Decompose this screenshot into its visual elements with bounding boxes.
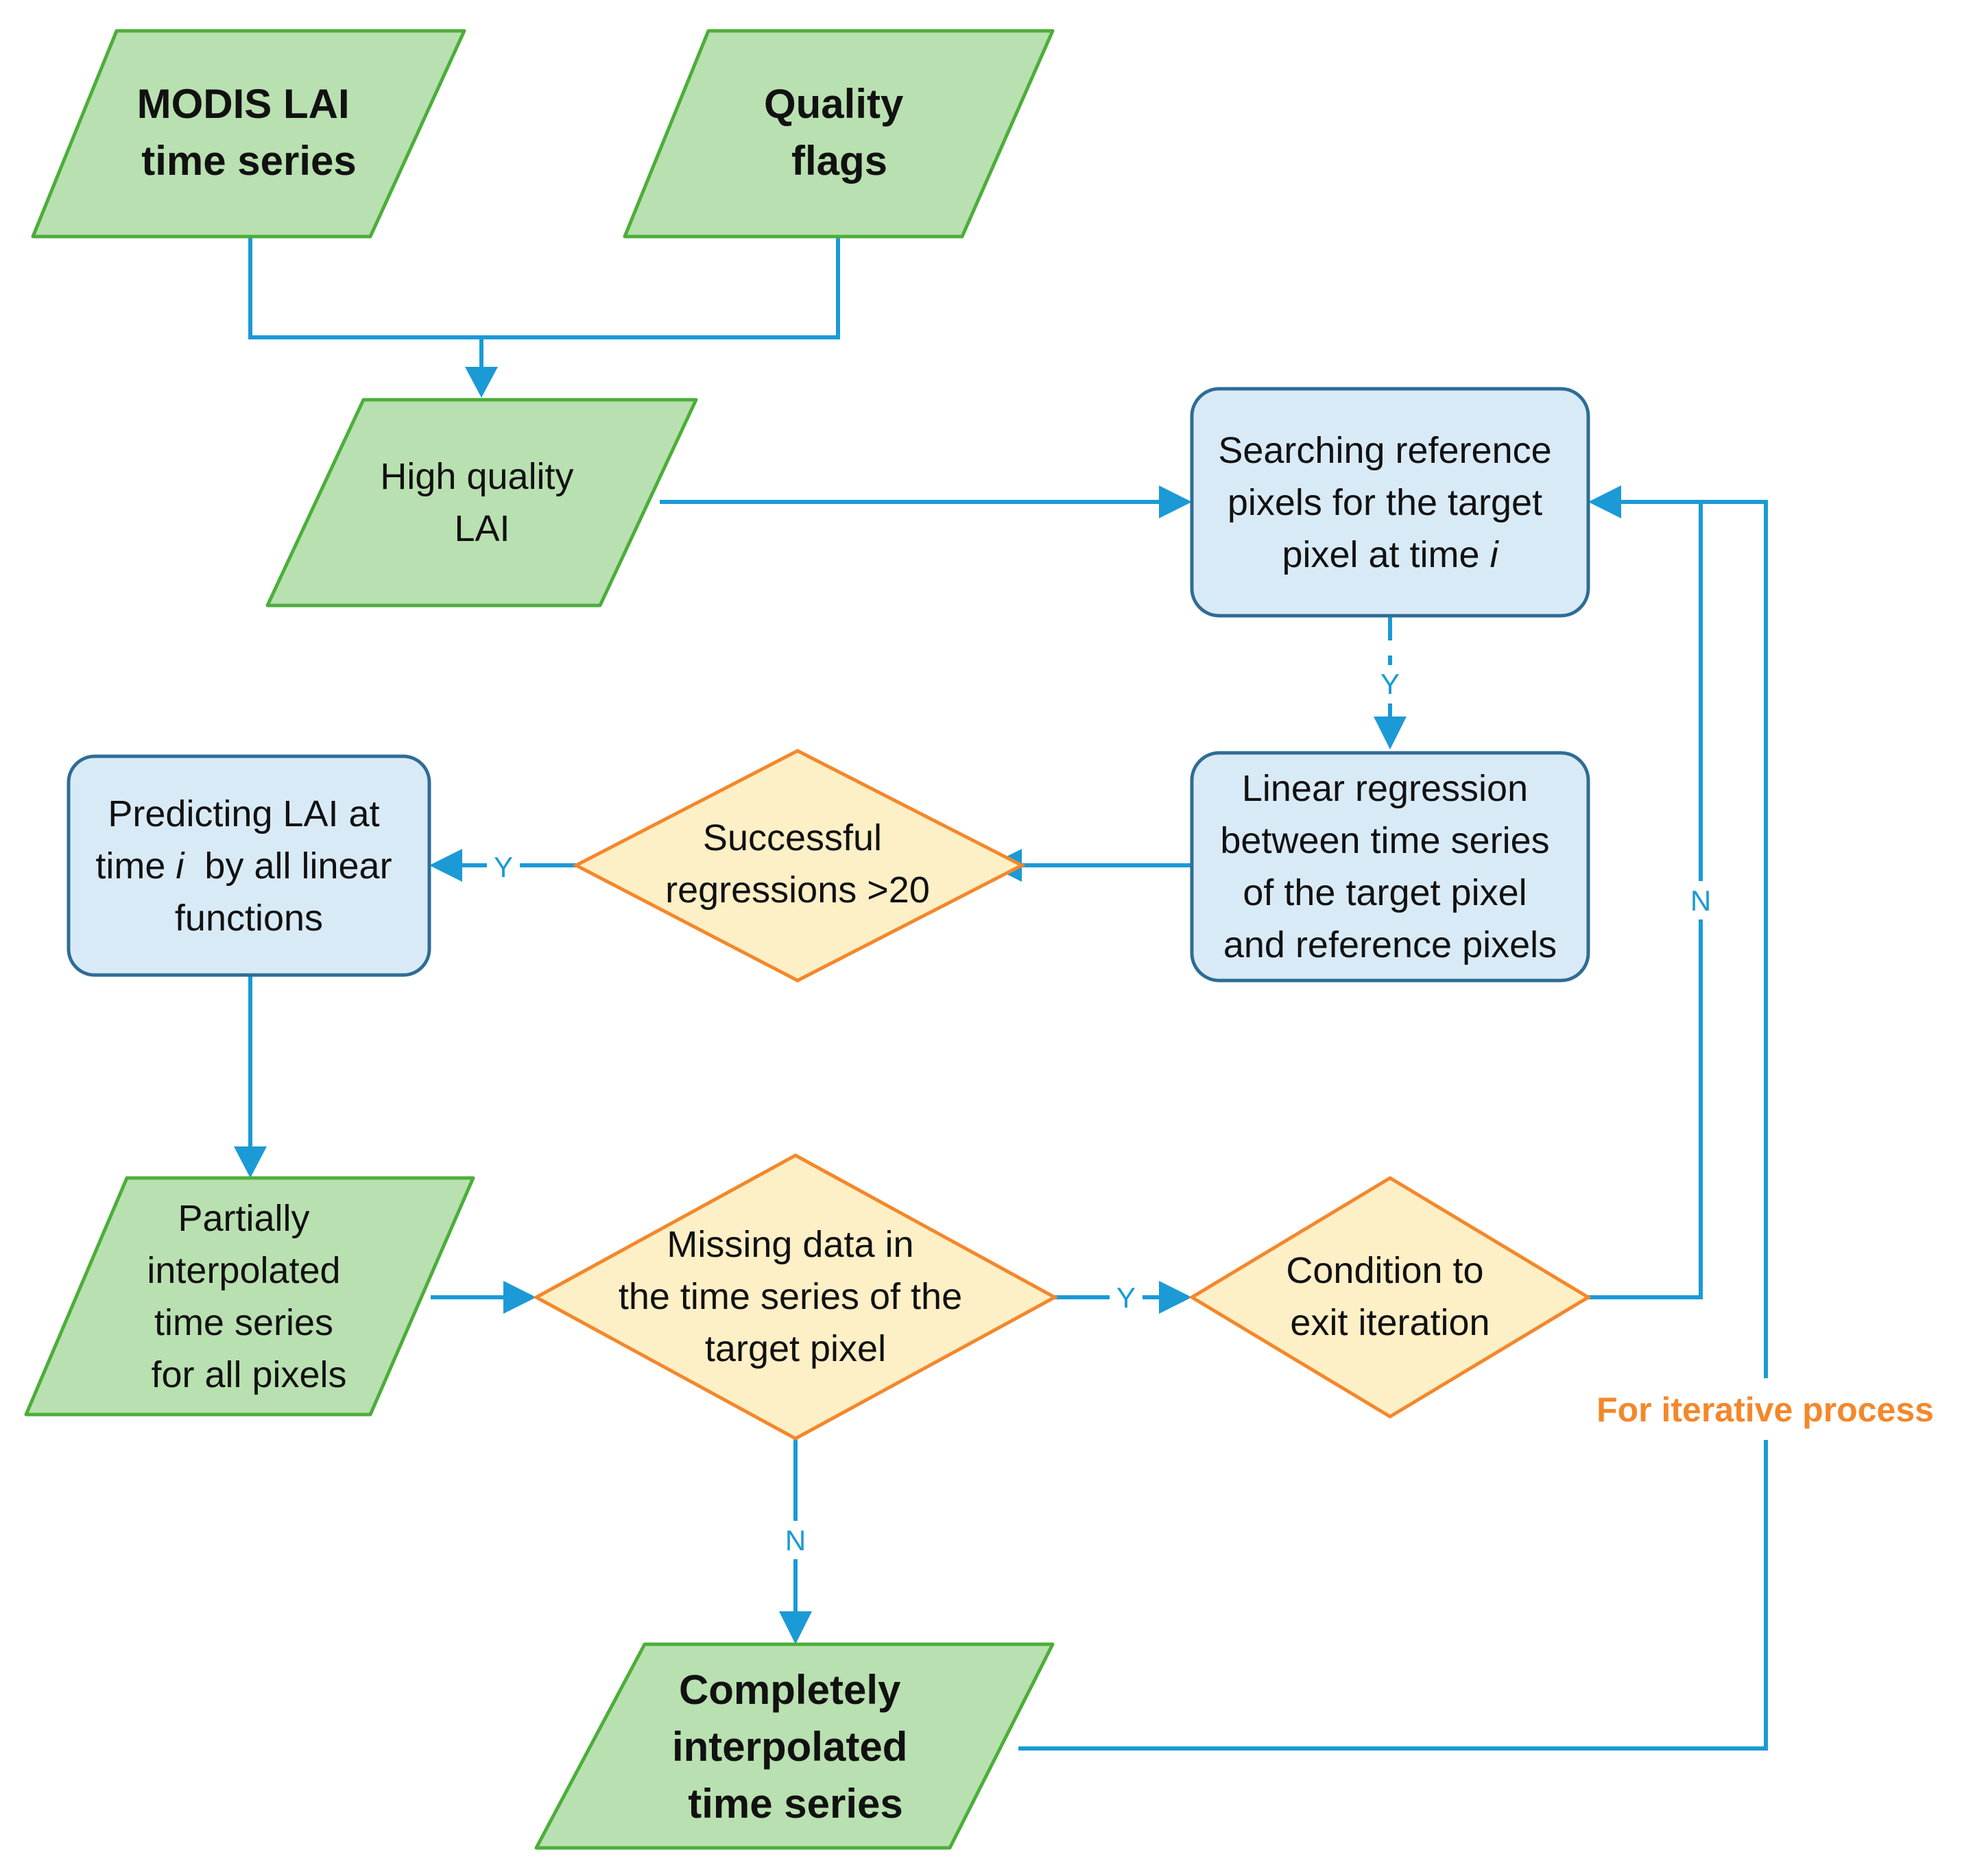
node-searching-reference-pixels bbox=[1190, 387, 1590, 618]
node-missing-data bbox=[532, 1153, 1059, 1441]
connectors bbox=[234, 237, 1768, 1751]
node-flags-label: Quality flags bbox=[764, 81, 915, 184]
node-complete-label: Completely interpolated time series bbox=[672, 1667, 919, 1827]
node-predict-label: Predicting LAI at time i by all linear f… bbox=[95, 793, 402, 939]
arrowhead-to-partial bbox=[234, 1146, 267, 1178]
node-partially-interpolated bbox=[24, 1176, 475, 1417]
connector-flags-to-merge bbox=[481, 237, 840, 339]
node-partial-label: Partially interpolated time series for a… bbox=[147, 1198, 350, 1395]
node-search-label: Searching reference pixels for the targe… bbox=[1218, 430, 1562, 575]
arrowhead-to-missing bbox=[503, 1281, 536, 1314]
arrowhead-to-linreg bbox=[1374, 717, 1407, 749]
node-condition-to-exit bbox=[1188, 1176, 1592, 1419]
node-modis-lai-time-series bbox=[31, 29, 466, 239]
connector-complete-to-search bbox=[1018, 500, 1768, 1751]
edge-label-exit-search: N bbox=[1690, 885, 1711, 917]
arrowhead-to-search bbox=[1159, 485, 1192, 518]
connector-modis-to-merge bbox=[248, 237, 481, 339]
edge-label-missing-exit: Y bbox=[1116, 1282, 1136, 1314]
connector-exit-to-search bbox=[1588, 500, 1703, 1299]
node-linreg-label: Linear regression between time series of… bbox=[1220, 768, 1559, 965]
node-success-label: Successful regressions >20 bbox=[665, 817, 930, 911]
edge-label-missing-complete: N bbox=[785, 1524, 806, 1556]
node-successful-regressions bbox=[572, 749, 1026, 983]
node-missing-label: Missing data in the time series of the t… bbox=[619, 1224, 972, 1369]
node-linear-regression bbox=[1190, 751, 1590, 983]
node-exit-label: Condition to exit iteration bbox=[1286, 1250, 1494, 1343]
node-labels: MODIS LAI time series Quality flags High… bbox=[95, 81, 1562, 1827]
edge-label-success-predict: Y bbox=[494, 851, 513, 883]
shapes bbox=[24, 29, 1592, 1850]
edge-labels: Y Y Y N N For iterative process bbox=[487, 665, 1952, 1559]
arrowhead-to-hq bbox=[465, 367, 498, 398]
edge-label-search-linreg: Y bbox=[1380, 668, 1400, 700]
node-quality-flags bbox=[623, 29, 1055, 239]
arrowhead-to-complete bbox=[779, 1611, 812, 1644]
arrowhead-loop-to-search bbox=[1588, 485, 1621, 518]
arrowhead-to-predict bbox=[429, 849, 462, 882]
arrowhead-to-exit bbox=[1159, 1281, 1192, 1314]
node-completely-interpolated bbox=[534, 1642, 1055, 1850]
node-high-quality-lai bbox=[265, 398, 698, 608]
node-predicting-lai bbox=[67, 754, 431, 977]
iterative-process-annotation: For iterative process bbox=[1596, 1391, 1934, 1429]
node-hq-label: High quality LAI bbox=[380, 456, 584, 549]
node-modis-label: MODIS LAI time series bbox=[137, 81, 361, 184]
